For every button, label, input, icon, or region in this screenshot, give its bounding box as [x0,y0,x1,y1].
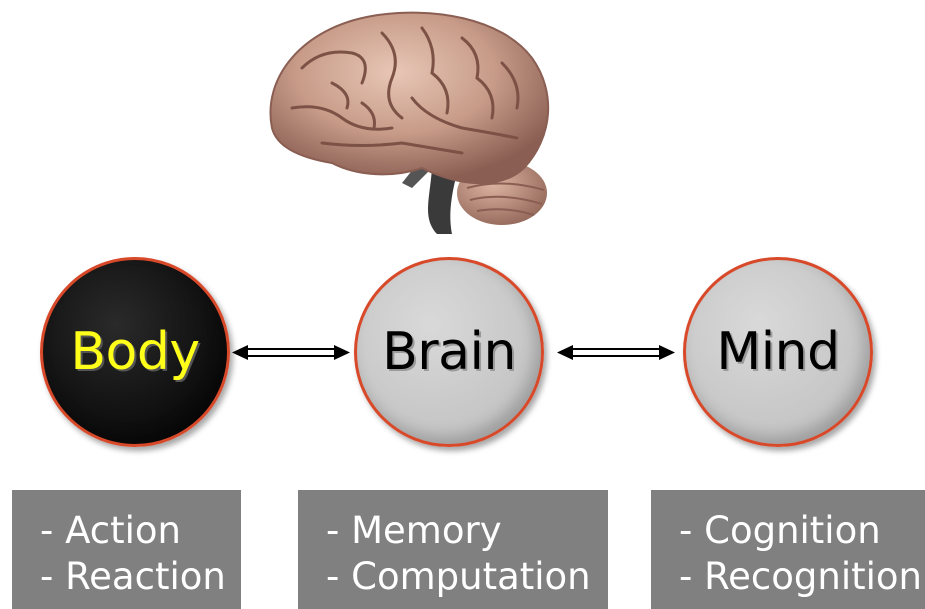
mind-node: Mind [683,257,873,447]
brain-node: Brain [354,257,544,447]
brain-mind-arrow [557,345,675,360]
brain-description-box: - Memory - Computation [298,490,608,609]
description-line: - Action [40,509,181,552]
description-line: - Cognition [679,509,881,552]
brain-node-label: Brain [382,322,516,382]
description-line: - Reaction [40,555,226,598]
description-line: - Computation [326,555,591,598]
mind-description-box: - Cognition - Recognition [651,490,925,609]
body-brain-arrow [232,345,350,360]
description-line: - Recognition [679,555,922,598]
description-line: - Memory [326,509,502,552]
brain-icon [269,11,550,234]
body-node: Body [40,257,230,447]
body-node-label: Body [70,322,200,382]
body-description-box: - Action - Reaction [12,490,241,609]
mind-node-label: Mind [716,322,840,382]
